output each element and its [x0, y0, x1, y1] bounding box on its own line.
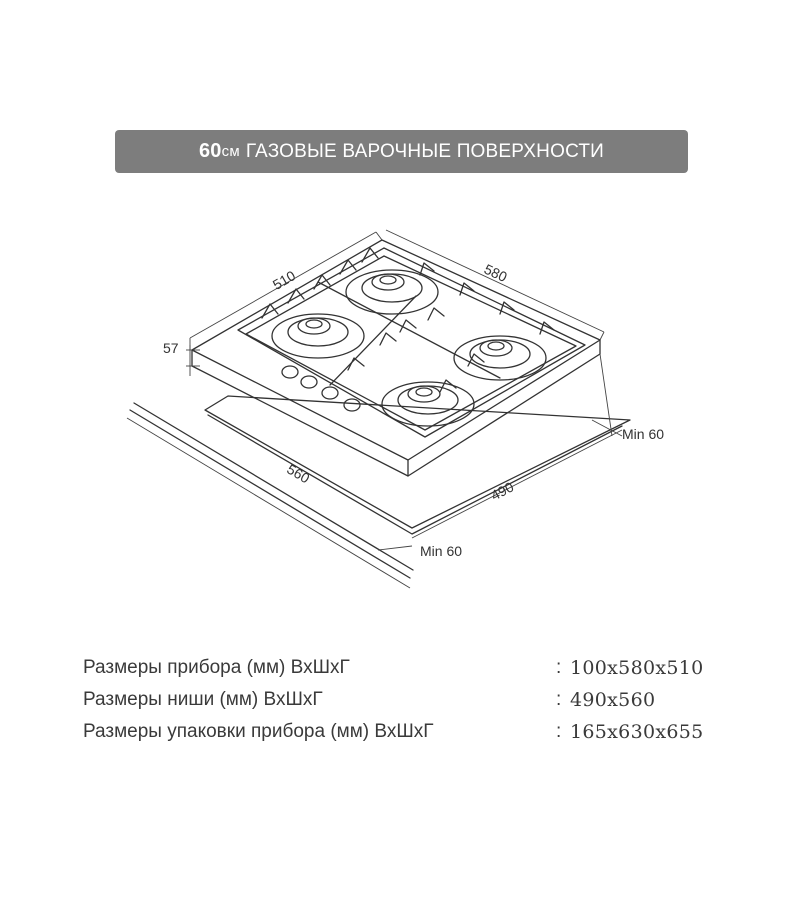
label-width: 580 — [482, 261, 510, 285]
hob-thickness — [191, 339, 601, 477]
grate-divider-2 — [329, 295, 417, 386]
spec-value: 165x630x655 — [570, 721, 704, 743]
label-cutout-width: 560 — [284, 461, 312, 487]
spec-value: 490x560 — [570, 689, 656, 711]
label-height: 57 — [163, 340, 179, 356]
hob-plate — [191, 239, 601, 461]
grate-fingers-left — [261, 247, 379, 319]
grate-fingers-center — [347, 307, 485, 393]
dim-line-clearance-front — [377, 545, 413, 551]
banner-unit: см — [221, 143, 240, 160]
spec-row-niche: Размеры ниши (мм) ВхШхГ : 490x560 — [83, 684, 733, 716]
banner-title: ГАЗОВЫЕ ВАРОЧНЫЕ ПОВЕРХНОСТИ — [245, 140, 605, 162]
label-depth: 510 — [270, 267, 298, 293]
spec-value: 100x580x510 — [570, 657, 704, 679]
dim-line-clearance-right — [591, 419, 623, 437]
dim-line-depth — [189, 231, 377, 339]
spec-separator: : — [556, 689, 562, 710]
burner-right — [453, 335, 547, 381]
burner-left — [271, 313, 365, 359]
countertop-edge-top — [133, 402, 414, 571]
spec-row-appliance: Размеры прибора (мм) ВхШхГ : 100x580x510 — [83, 652, 733, 684]
spec-label: Размеры прибора (мм) ВхШхГ — [83, 657, 350, 678]
dim-line-width — [385, 229, 605, 333]
spec-label: Размеры ниши (мм) ВхШхГ — [83, 689, 323, 710]
cutout-inner — [207, 414, 623, 535]
dim-line-cutout-depth — [411, 429, 623, 539]
countertop-edge-front — [129, 409, 411, 579]
spec-label: Размеры упаковки прибора (мм) ВхШхГ — [83, 721, 434, 742]
title-banner: 60 см ГАЗОВЫЕ ВАРОЧНЫЕ ПОВЕРХНОСТИ — [115, 130, 688, 173]
specs-list: Размеры прибора (мм) ВхШхГ : 100x580x510… — [83, 652, 733, 748]
cutout-outline — [204, 395, 631, 529]
label-clearance-right: Min 60 — [622, 426, 664, 442]
spec-row-packaging: Размеры упаковки прибора (мм) ВхШхГ : 16… — [83, 716, 733, 748]
label-clearance-front: Min 60 — [420, 543, 462, 559]
gas-hob-drawing-icon: 510 580 57 560 490 Min 60 Min 60 — [126, 229, 664, 589]
dim-line-cutout-width — [126, 417, 411, 589]
grate-fingers-right — [419, 262, 555, 335]
grate-outline — [237, 247, 586, 438]
banner-size: 60 — [198, 140, 222, 162]
grate-inner — [245, 255, 577, 431]
burner-back — [345, 269, 439, 315]
spec-separator: : — [556, 721, 562, 742]
spec-separator: : — [556, 657, 562, 678]
control-knobs — [281, 365, 361, 412]
grate-divider-1 — [317, 281, 501, 379]
burner-front — [381, 381, 475, 427]
